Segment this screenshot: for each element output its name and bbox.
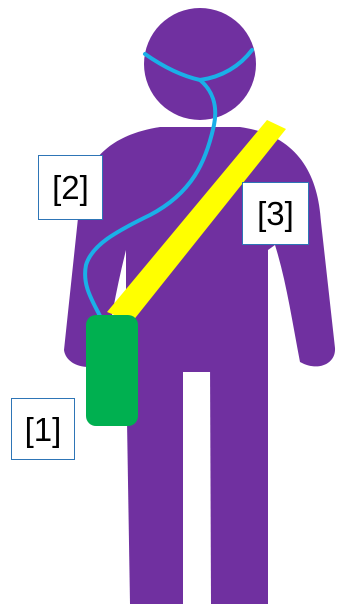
device-pouch	[86, 315, 138, 426]
callout-strap: [3]	[242, 182, 309, 245]
callout-pouch: [1]	[11, 398, 75, 460]
callout-strap-label: [3]	[257, 197, 294, 230]
callout-pouch-label: [1]	[25, 413, 62, 446]
right-leg	[210, 360, 268, 604]
callout-cable-label: [2]	[52, 171, 89, 204]
callout-cable: [2]	[38, 155, 103, 220]
